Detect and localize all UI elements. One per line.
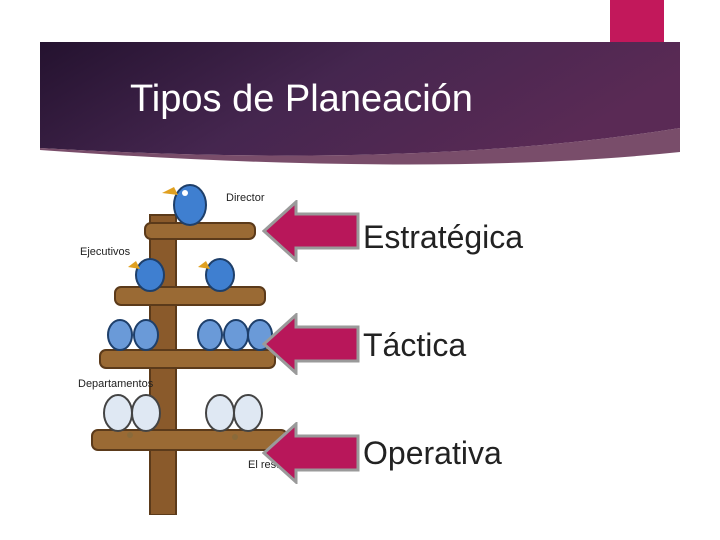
department-birds-icon [107, 319, 273, 351]
level-estrategica: Estratégica [363, 219, 524, 255]
executive-birds-icon [128, 258, 235, 292]
director-bird-icon [162, 184, 207, 226]
page-title: Tipos de Planeación [130, 78, 473, 120]
hierarchy-tree-illustration: Director Ejecutivos Departamentos El res… [78, 184, 288, 515]
label-director: Director [226, 192, 265, 204]
arrow-left-icon [262, 422, 360, 484]
arrow-left-icon [262, 200, 360, 262]
arrow-left-icon [262, 313, 360, 375]
level-operativa: Operativa [363, 435, 502, 471]
rest-birds-icon [103, 394, 263, 440]
level-tactica: Táctica [363, 327, 467, 363]
label-ejecutivos: Ejecutivos [80, 246, 131, 258]
label-departamentos: Departamentos [78, 378, 154, 390]
title-banner [40, 42, 680, 165]
